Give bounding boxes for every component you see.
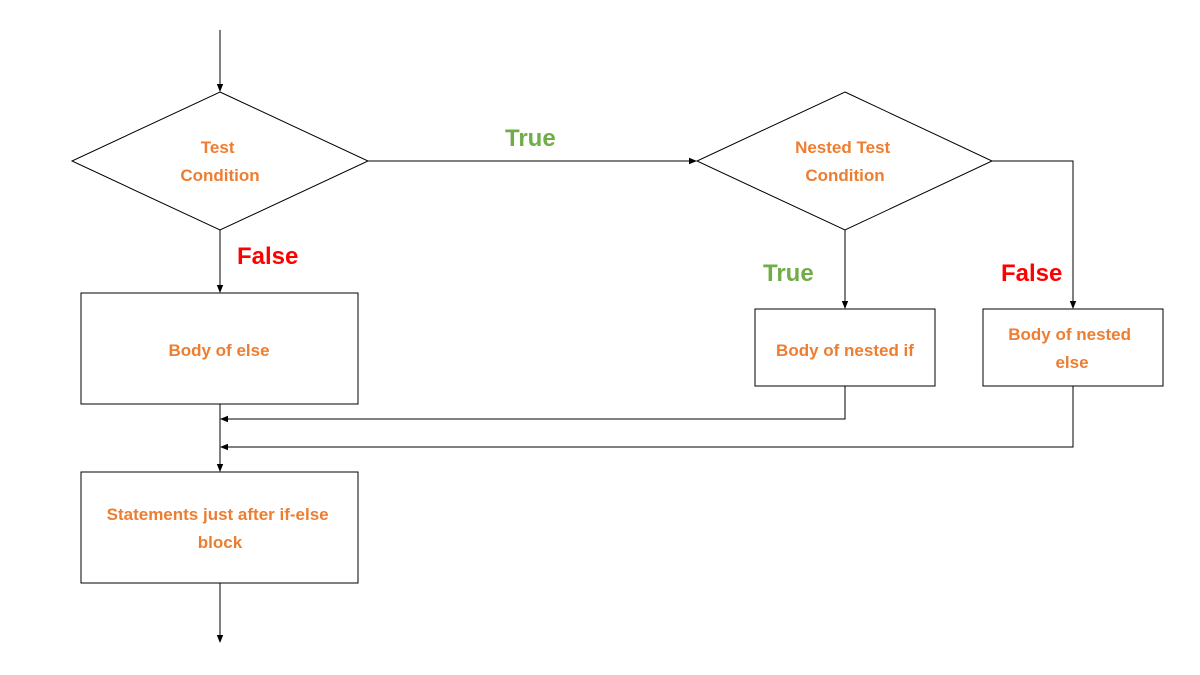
outer-false-label: False (237, 243, 298, 270)
body-of-nested-if-label: Body of nested if (776, 341, 914, 360)
nested-test-condition-diamond (695, 91, 994, 231)
body-of-nested-if-box (754, 308, 936, 387)
nested-true-label: True (763, 260, 814, 287)
statements-after-label: Statements just after if-else block (107, 505, 334, 552)
body-of-else-box (80, 292, 359, 405)
test-condition-label: Test Condition (180, 138, 259, 185)
statements-after-box (80, 471, 359, 584)
test-condition-diamond (70, 91, 370, 231)
body-of-nested-else-label: Body of nested else (1008, 325, 1136, 372)
body-of-else-label: Body of else (168, 341, 269, 360)
nested-false-arrow (992, 160, 1077, 309)
nested-else-return-arrow (220, 386, 1074, 451)
outer-true-label: True (505, 125, 556, 152)
nested-test-condition-label: Nested Test Condition (795, 138, 895, 185)
body-of-nested-else-box (982, 308, 1164, 387)
nested-if-return-arrow (220, 386, 846, 423)
nested-false-label: False (1001, 260, 1062, 287)
